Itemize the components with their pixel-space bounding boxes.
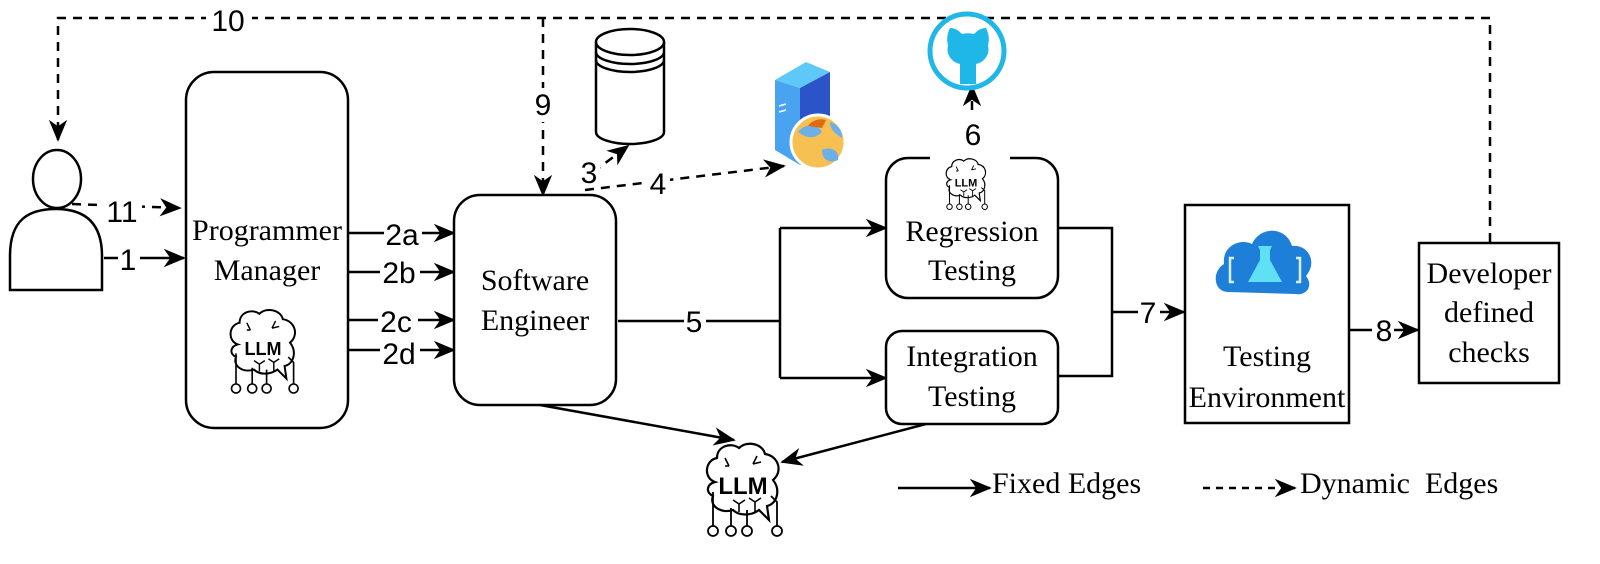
edge-label-6: 6 <box>965 119 982 152</box>
llm-brain-icon: LLM <box>229 308 300 394</box>
edge-label-11: 11 <box>106 196 137 229</box>
database-icon <box>594 27 666 146</box>
regression-testing-label-1: Regression <box>905 215 1038 248</box>
github-icon[interactable] <box>927 11 1007 91</box>
edge-label-2b: 2b <box>382 257 415 290</box>
edge-7-join <box>1058 226 1114 378</box>
edge-label-7: 7 <box>1140 297 1157 330</box>
edge-3 <box>579 144 630 183</box>
testing-environment-node[interactable]: Testing Environment <box>1183 203 1351 425</box>
software-engineer-node[interactable]: Software Engineer <box>452 193 618 407</box>
edge-label-8: 8 <box>1376 315 1393 348</box>
testing-environment-label-1: Testing <box>1223 340 1311 373</box>
programmer-manager-label-2: Manager <box>214 254 321 287</box>
integration-testing-label-1: Integration <box>906 340 1038 373</box>
edge-label-2c: 2c <box>380 306 412 339</box>
edge-label-1: 1 <box>120 244 137 277</box>
edge-label-9: 9 <box>535 89 552 122</box>
edge-label-4: 4 <box>650 168 667 201</box>
developer-checks-label-1: Developer <box>1427 257 1552 290</box>
cloud-lab-icon <box>1215 230 1312 295</box>
legend-dynamic-label: Dynamic Edges <box>1300 467 1498 500</box>
testing-environment-label-2: Environment <box>1189 381 1346 414</box>
edge-label-5: 5 <box>686 306 703 339</box>
edge-label-2a: 2a <box>385 219 419 252</box>
edge-se-llm <box>539 403 736 446</box>
legend: Fixed Edges Dynamic Edges <box>898 467 1498 500</box>
edge-label-10: 10 <box>211 5 244 38</box>
integration-testing-label-2: Testing <box>928 380 1016 413</box>
svg-text:LLM: LLM <box>245 339 282 359</box>
developer-checks-node[interactable]: Developer defined checks <box>1417 241 1561 385</box>
svg-text:LLM: LLM <box>955 177 978 189</box>
software-engineer-label-2: Engineer <box>481 304 589 337</box>
legend-fixed-label: Fixed Edges <box>992 467 1141 500</box>
regression-testing-label-2: Testing <box>928 254 1016 287</box>
edge-integration-llm <box>780 422 927 466</box>
developer-checks-label-3: checks <box>1448 336 1530 369</box>
llm-brain-icon: LLM <box>945 158 989 211</box>
software-engineer-label-1: Software <box>481 264 589 297</box>
edge-4 <box>584 159 786 192</box>
web-server-icon <box>775 62 847 171</box>
llm-label: LLM <box>718 473 767 500</box>
regression-testing-node[interactable]: LLM Regression Testing <box>884 154 1060 300</box>
edge-label-2d: 2d <box>382 338 415 371</box>
llm-node[interactable]: LLM <box>705 442 784 538</box>
edge-5 <box>618 228 782 378</box>
edge-10 <box>48 16 1492 242</box>
edge-label-3: 3 <box>581 157 598 190</box>
programmer-manager-label-1: Programmer <box>192 214 342 247</box>
integration-testing-node[interactable]: Integration Testing <box>884 329 1060 426</box>
programmer-manager-node[interactable]: Programmer Manager LLM <box>184 70 350 430</box>
user-icon <box>8 148 104 292</box>
developer-checks-label-2: defined <box>1444 296 1534 329</box>
